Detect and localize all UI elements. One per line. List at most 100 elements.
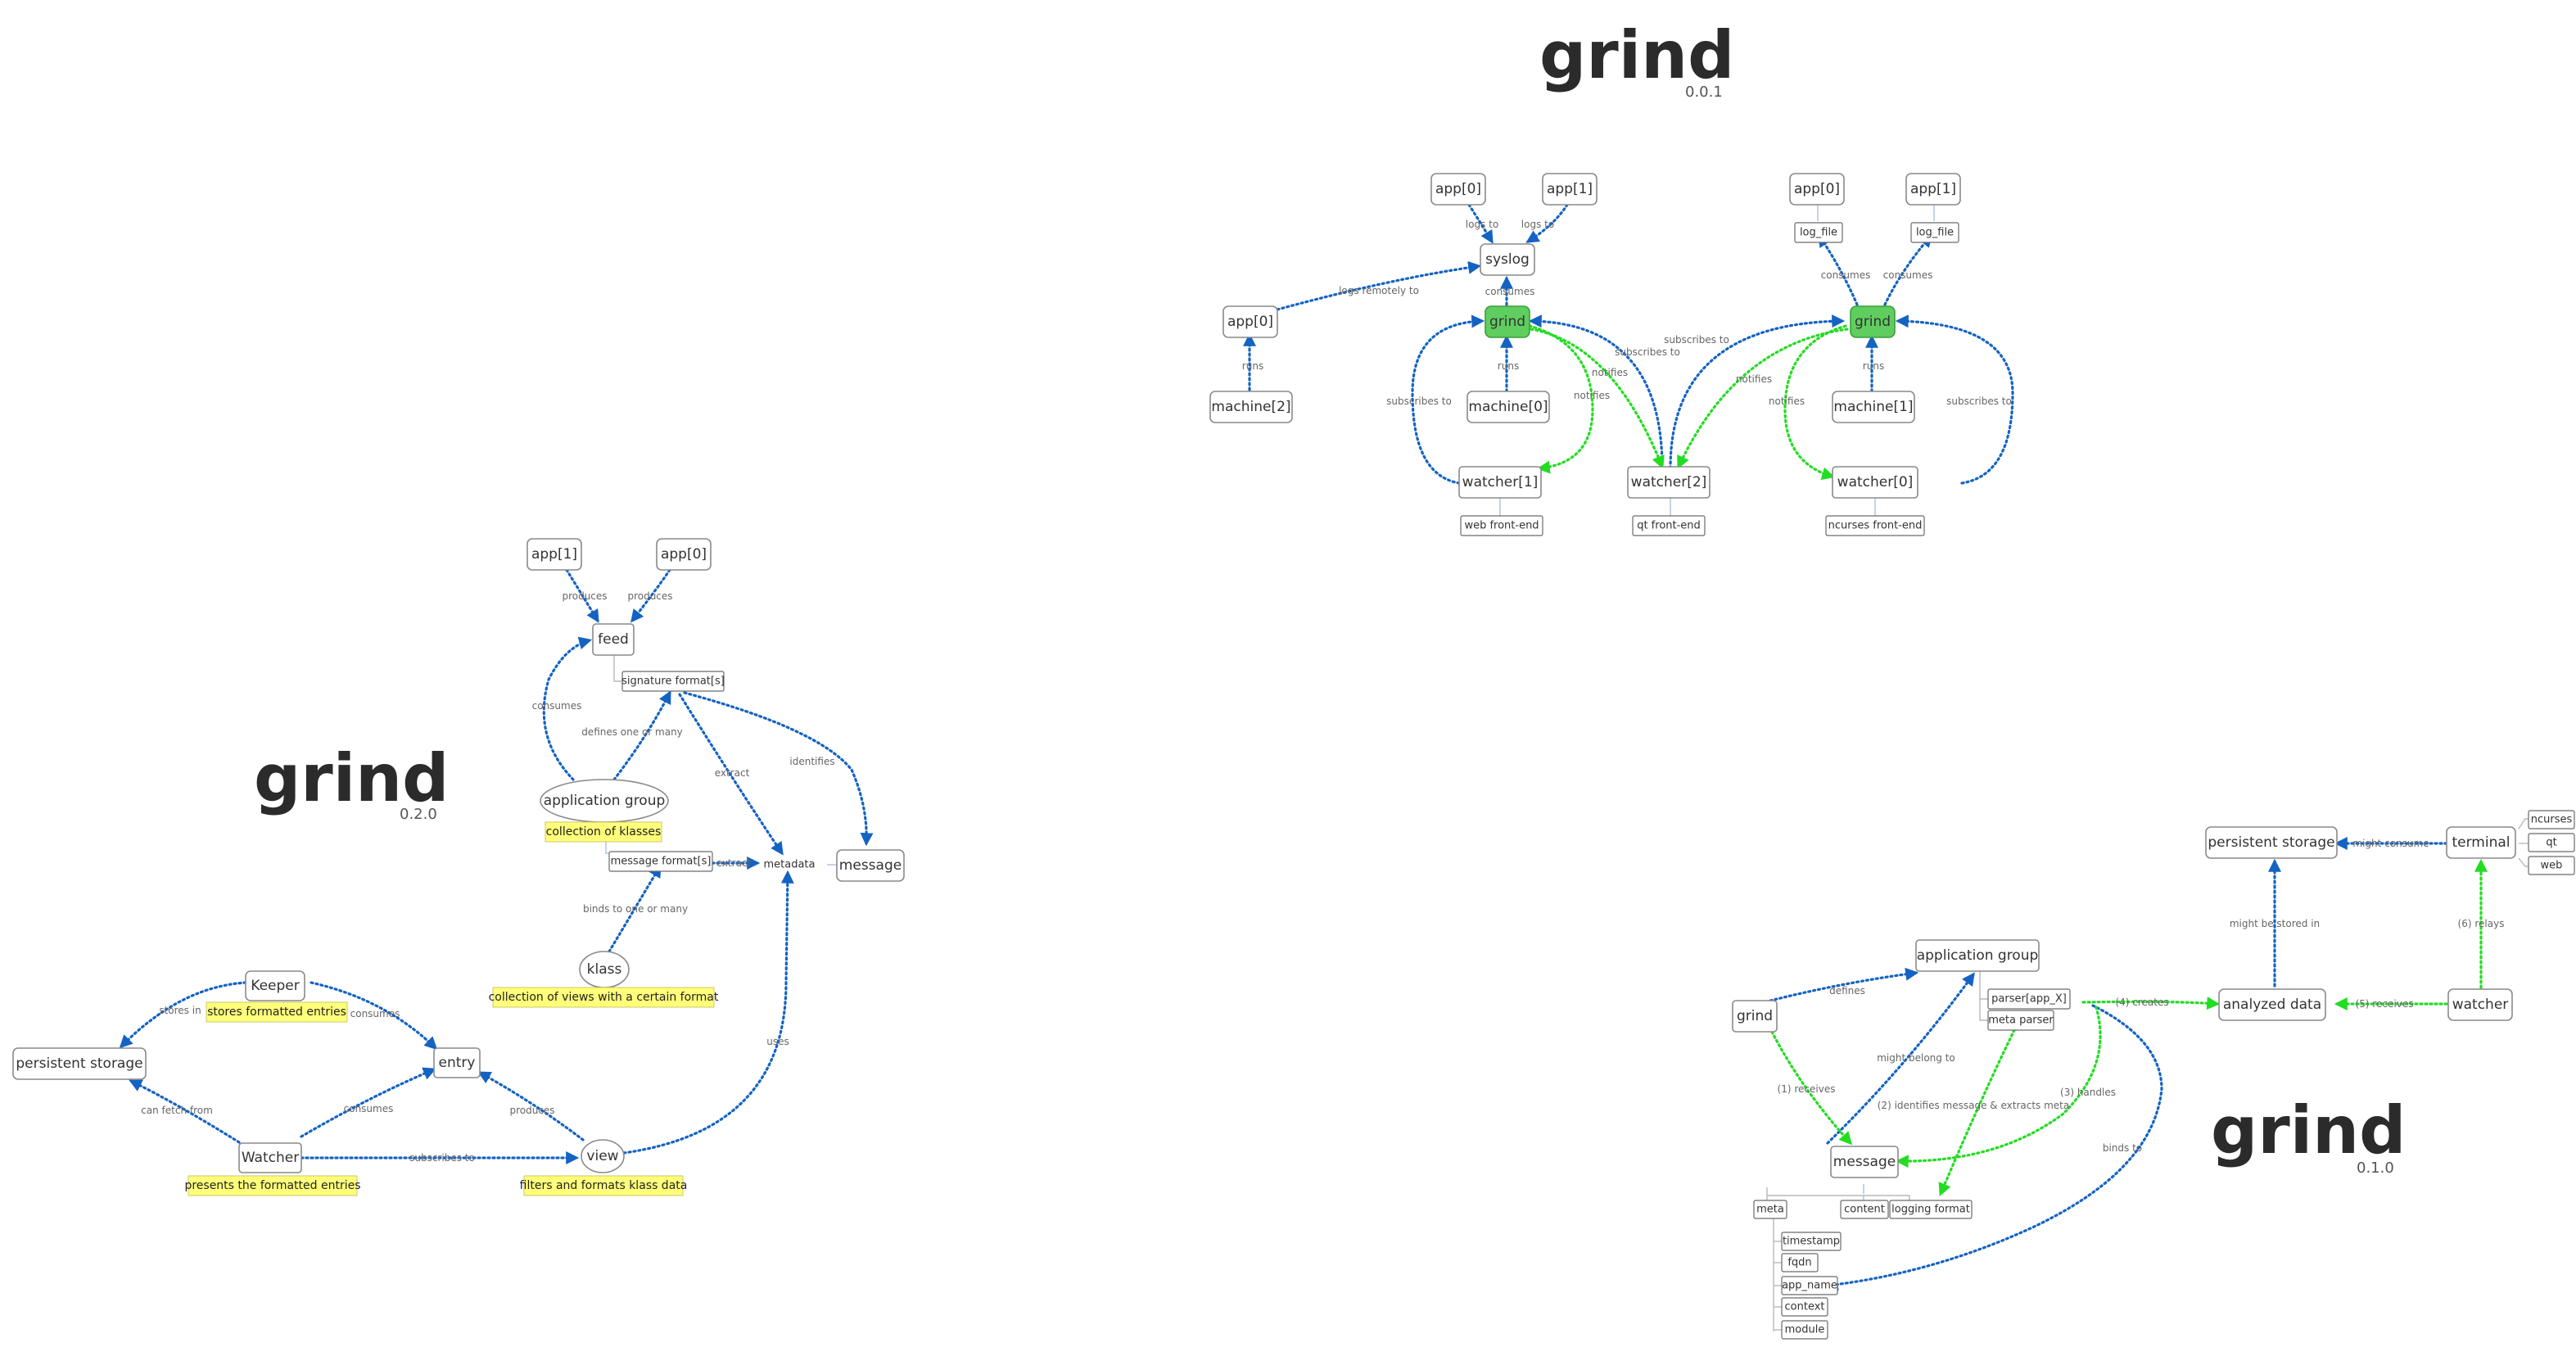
node-app0-top[interactable]: app[0] bbox=[1430, 173, 1486, 206]
edge-notifies-watcher0 bbox=[1783, 324, 1847, 481]
edge-notifies-watcher1 bbox=[1528, 324, 1594, 474]
node-message-010[interactable]: message bbox=[1830, 1146, 1899, 1178]
node-persistent-storage[interactable]: persistent storage bbox=[12, 1047, 147, 1080]
node-label: klass bbox=[587, 961, 622, 978]
node-view[interactable]: view bbox=[581, 1139, 625, 1173]
node-feed[interactable]: feed bbox=[592, 623, 635, 656]
edge-watcher-consumes bbox=[300, 1067, 436, 1138]
node-syslog[interactable]: syslog bbox=[1480, 243, 1535, 276]
edge-notifies-watcher2-a bbox=[1530, 328, 1665, 469]
node-meta-parser[interactable]: meta parser bbox=[1987, 1010, 2054, 1031]
label-runs: runs bbox=[1242, 360, 1263, 372]
label-subscribes-to: subscribes to bbox=[1615, 346, 1680, 358]
label-relays: (6) relays bbox=[2458, 918, 2505, 929]
map-020: grind 0.2.0 produces produces consumes d… bbox=[12, 538, 905, 1196]
node-watcher0-sub[interactable]: ncurses front-end bbox=[1825, 515, 1925, 536]
label-subscribes-to: subscribes to bbox=[1664, 334, 1729, 346]
node-keeper[interactable]: Keeper bbox=[245, 970, 305, 1001]
node-meta-context[interactable]: context bbox=[1781, 1297, 1828, 1317]
node-app0[interactable]: app[0] bbox=[656, 538, 712, 571]
edge-notifies-watcher2-b bbox=[1677, 328, 1849, 469]
node-meta-app-name[interactable]: app_name bbox=[1781, 1276, 1838, 1295]
node-app1[interactable]: app[1] bbox=[526, 538, 582, 571]
label-notifies: notifies bbox=[1769, 396, 1805, 407]
node-meta-fqdn[interactable]: fqdn bbox=[1781, 1253, 1819, 1272]
node-terminal-qt[interactable]: qt bbox=[2528, 833, 2575, 852]
label-might-be-stored-in: might be stored in bbox=[2230, 918, 2320, 929]
node-terminal[interactable]: terminal bbox=[2446, 826, 2516, 859]
node-logfile-a[interactable]: log_file bbox=[1794, 222, 1843, 243]
label-produces: produces bbox=[509, 1105, 554, 1116]
node-label: collection of klasses bbox=[546, 825, 662, 838]
node-watcher1-sub[interactable]: web front-end bbox=[1460, 515, 1543, 536]
node-entry[interactable]: entry bbox=[433, 1047, 481, 1078]
label-logs-to: logs to bbox=[1521, 219, 1554, 230]
node-grind-b[interactable]: grind bbox=[1850, 305, 1896, 338]
label-consumes: consumes bbox=[1883, 269, 1933, 281]
node-label: module bbox=[1785, 1324, 1825, 1336]
node-meta-timestamp[interactable]: timestamp bbox=[1781, 1232, 1842, 1251]
node-watcher1[interactable]: watcher[1] bbox=[1458, 466, 1542, 499]
node-analyzed-data[interactable]: analyzed data bbox=[2218, 988, 2326, 1021]
node-content[interactable]: content bbox=[1840, 1200, 1889, 1219]
node-keeper-note: stores formatted entries bbox=[206, 1001, 348, 1023]
node-label: content bbox=[1844, 1204, 1885, 1216]
node-parser[interactable]: parser[app_X] bbox=[1987, 988, 2071, 1010]
node-terminal-web[interactable]: web bbox=[2528, 856, 2575, 875]
node-app1-top[interactable]: app[1] bbox=[1542, 173, 1598, 206]
node-grind-a[interactable]: grind bbox=[1485, 305, 1530, 338]
node-label: collection of views with a certain forma… bbox=[489, 991, 719, 1004]
edge-defines-signature bbox=[612, 690, 671, 781]
node-logfile-b[interactable]: log_file bbox=[1910, 222, 1959, 243]
label-defines-one-or-many: defines one or many bbox=[581, 726, 683, 738]
map-020-version: 0.2.0 bbox=[400, 806, 437, 823]
node-logging-format[interactable]: logging format bbox=[1889, 1200, 1973, 1219]
node-label: filters and formats klass data bbox=[520, 1179, 688, 1192]
node-meta[interactable]: meta bbox=[1753, 1200, 1787, 1219]
node-machine1[interactable]: machine[1] bbox=[1832, 391, 1915, 423]
node-label: signature format[s] bbox=[621, 676, 725, 688]
node-label: logging format bbox=[1891, 1204, 1970, 1216]
node-app0-right[interactable]: app[0] bbox=[1789, 173, 1845, 206]
label-notifies: notifies bbox=[1574, 390, 1610, 401]
label-notifies: notifies bbox=[1736, 373, 1772, 385]
node-label: meta bbox=[1756, 1204, 1784, 1216]
node-meta-module[interactable]: module bbox=[1781, 1320, 1828, 1340]
label-consumes: consumes bbox=[350, 1008, 400, 1019]
node-view-note: filters and formats klass data bbox=[520, 1175, 688, 1196]
node-label: machine[0] bbox=[1468, 399, 1548, 415]
node-terminal-ncurses[interactable]: ncurses bbox=[2528, 810, 2575, 829]
map-001: grind 0.0.1 logs to logs to logs remotel… bbox=[1209, 17, 2014, 536]
node-watcher2-sub[interactable]: qt front-end bbox=[1632, 515, 1706, 536]
edge-signature-extract bbox=[678, 693, 784, 856]
node-signature-format[interactable]: signature format[s] bbox=[621, 671, 725, 692]
node-application-group-010[interactable]: application group bbox=[1915, 939, 2040, 972]
label-notifies: notifies bbox=[1592, 367, 1628, 378]
label-receives: (5) receives bbox=[2356, 998, 2414, 1010]
node-watcher2[interactable]: watcher[2] bbox=[1627, 466, 1711, 499]
node-label: machine[2] bbox=[1211, 399, 1290, 415]
node-app0-left[interactable]: app[0] bbox=[1222, 305, 1278, 338]
node-label: message format[s] bbox=[611, 856, 712, 868]
edge-view-produces bbox=[477, 1071, 585, 1141]
node-metadata[interactable]: metadata bbox=[763, 859, 815, 871]
node-watcher-010[interactable]: watcher bbox=[2447, 988, 2513, 1021]
node-machine0[interactable]: machine[0] bbox=[1467, 391, 1550, 423]
edge-can-fetch-from bbox=[129, 1079, 241, 1144]
edge-watcher0-subscribes bbox=[1895, 314, 2014, 485]
edge-keeper-consumes bbox=[310, 981, 438, 1051]
node-machine2[interactable]: machine[2] bbox=[1209, 391, 1293, 423]
node-app1-right[interactable]: app[1] bbox=[1905, 173, 1961, 206]
node-application-group[interactable]: application group bbox=[540, 779, 669, 823]
node-label: log_file bbox=[1800, 227, 1837, 239]
node-message[interactable]: message bbox=[836, 849, 905, 882]
edge-app0-produces bbox=[630, 568, 671, 623]
node-watcher0[interactable]: watcher[0] bbox=[1832, 466, 1918, 499]
node-grind-010[interactable]: grind bbox=[1732, 1000, 1778, 1033]
node-watcher[interactable]: Watcher bbox=[238, 1142, 302, 1173]
node-message-format[interactable]: message format[s] bbox=[608, 851, 713, 872]
node-klass[interactable]: klass bbox=[579, 951, 630, 988]
node-label: watcher[0] bbox=[1837, 474, 1914, 490]
label-produces: produces bbox=[562, 590, 607, 602]
node-persistent-storage-010[interactable]: persistent storage bbox=[2205, 826, 2338, 859]
